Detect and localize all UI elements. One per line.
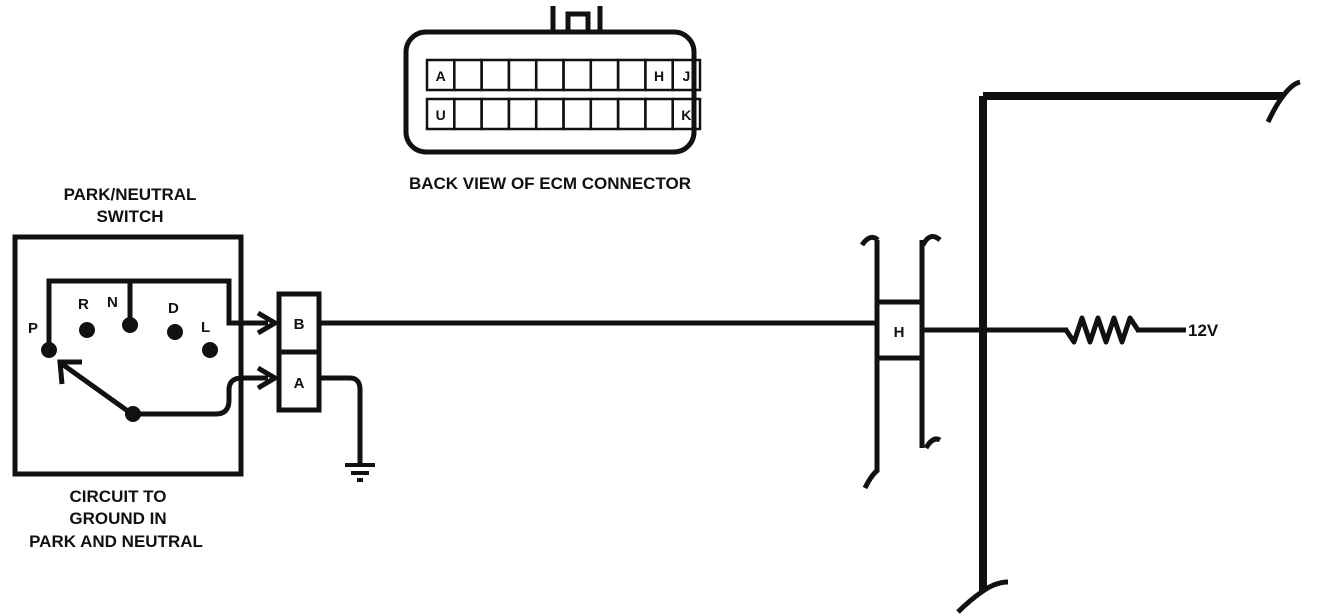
connector-cavity-label: K: [681, 107, 691, 123]
ground-symbol: [345, 463, 375, 482]
connector-cavity: [671, 97, 702, 131]
contact-low: [202, 342, 218, 358]
position-l-label: L: [201, 319, 210, 336]
ecm-boundary-break-right: [1265, 79, 1301, 124]
pull-up-resistor: [1063, 315, 1141, 345]
connector-housing: [403, 29, 697, 155]
ecm-boundary: [956, 79, 1301, 614]
position-r-label: R: [78, 296, 89, 313]
connector-cavity: [562, 97, 593, 131]
connector-cavity: [453, 97, 483, 131]
connector-cavity: [480, 58, 511, 92]
pin-b-label: B: [294, 316, 305, 333]
contact-reverse: [79, 322, 95, 338]
ecm-boundary-line: [979, 92, 1283, 591]
connector-cavity-label: U: [436, 107, 446, 123]
switch-housing: [12, 234, 244, 477]
connector-cavity: [453, 58, 483, 92]
position-d-label: D: [168, 300, 179, 317]
connector-cavity: [616, 97, 647, 131]
connector-cavity: [534, 58, 565, 92]
ecm-pull-up-circuit: 12V: [922, 315, 1219, 345]
ecm-connector-break-top: [859, 234, 942, 247]
connector-cavity-label: J: [682, 68, 690, 84]
switch-park-neutral-bus: [46, 278, 268, 348]
switch-wiper-to-pin-a: [133, 375, 268, 417]
connector-cavity-label: H: [654, 68, 664, 84]
switch-note-line1: CIRCUIT TO: [70, 487, 167, 506]
connector-cavity: [507, 97, 538, 131]
ecm-boundary-break-bottom: [956, 579, 1009, 614]
connector-cavity: [562, 58, 593, 92]
park-neutral-switch: PARK/NEUTRAL SWITCH P R N D L CIRCUIT TO…: [12, 185, 280, 551]
connector-cavity: [534, 97, 565, 131]
contact-park: [41, 342, 57, 358]
switch-note-line2: GROUND IN: [69, 509, 166, 528]
connector-cavity: [589, 58, 620, 92]
switch-wiper-arm: [60, 361, 134, 417]
connector-cavity: [616, 58, 647, 92]
switch-note-line3: PARK AND NEUTRAL: [29, 532, 203, 551]
ecm-connector-section: H: [859, 234, 942, 490]
switch-title-line1: PARK/NEUTRAL: [64, 185, 197, 204]
connector-cavity: [507, 58, 538, 92]
switch-title-line2: SWITCH: [96, 207, 163, 226]
arrow-into-pin-b: [256, 310, 280, 336]
connector-cavity: [480, 97, 511, 131]
connector-cavity-label: A: [436, 68, 446, 84]
switch-harness-connector: B A: [276, 291, 322, 413]
ground-circuit: [319, 375, 375, 482]
connector-caption: BACK VIEW OF ECM CONNECTOR: [409, 174, 691, 193]
contact-drive: [167, 324, 183, 340]
arrow-into-pin-a: [256, 365, 280, 391]
connector-cavity: [644, 97, 674, 131]
ecm-pin-h-label: H: [894, 324, 905, 341]
position-n-label: N: [107, 294, 118, 311]
pin-b-cavity: [276, 291, 322, 355]
contact-neutral: [122, 317, 138, 333]
supply-voltage-label: 12V: [1188, 321, 1219, 340]
pin-a-to-ground-wire: [319, 375, 363, 463]
ecm-pin-h-cavity: [874, 299, 925, 361]
position-p-label: P: [28, 320, 38, 337]
switch-wiper-arrowhead: [57, 359, 82, 385]
pin-a-label: A: [294, 375, 305, 392]
connector-lock-tab: [550, 6, 603, 34]
connector-cavity: [671, 58, 702, 92]
connector-cavity: [589, 97, 620, 131]
pin-a-cavity: [276, 349, 322, 413]
